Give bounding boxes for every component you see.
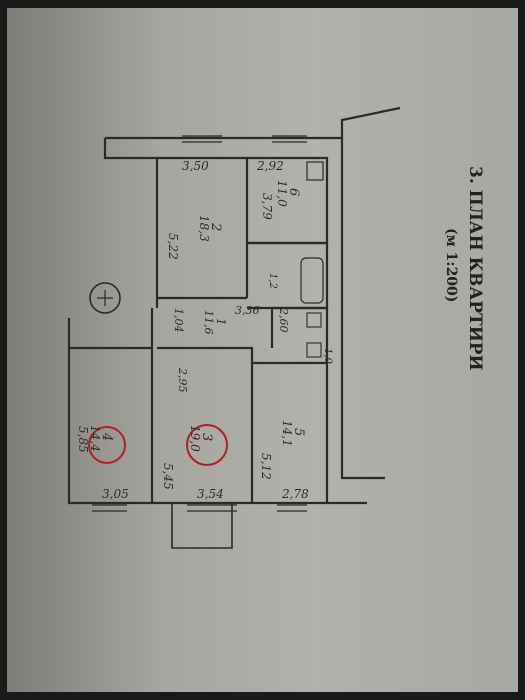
plan-title-block: 3. ПЛАН КВАРТИРИ (м 1:200) (427, 158, 487, 378)
wall-wc (272, 306, 329, 363)
room1-number: 1 (214, 318, 228, 326)
wall-room3 (157, 346, 254, 503)
dim-bottom-room3: 3,54 (197, 487, 224, 501)
room3-area: 19,0 (188, 425, 202, 452)
room1-area: 11,6 (202, 310, 215, 335)
room5-number: 5 (291, 428, 306, 436)
plan-title-text: ПЛАН КВАРТИРИ (465, 189, 485, 371)
room6-area: 11,0 (275, 180, 289, 207)
outer-wall-right (340, 138, 385, 480)
red-circle-mark-room3 (186, 424, 228, 466)
room2-number: 2 (208, 222, 223, 231)
plan-title-number: 3. (465, 166, 485, 184)
dim-room6-depth: 3,79 (260, 193, 274, 220)
dim-room3-width-top: 2,95 (176, 367, 189, 393)
plan-title: 3. ПЛАН КВАРТИРИ (465, 166, 485, 371)
outer-wall-left-upper (103, 138, 159, 308)
dim-top-room6: 2,92 (256, 159, 284, 173)
dim-bottom-room4: 3,05 (102, 487, 129, 501)
sink-icon (306, 312, 322, 328)
dim-hall-depth: 1,04 (172, 308, 185, 333)
dim-room4-depth: 5,85 (76, 426, 90, 453)
dim-room5-depth: 5,12 (259, 453, 273, 480)
floor-plan: 3,50 2,92 2 18,3 5,22 6 11,0 3,79 3,36 (67, 106, 401, 549)
room3-number: 3 (199, 433, 214, 441)
plan-scale: (м 1:200) (443, 228, 459, 303)
outer-wall-top (105, 106, 401, 140)
red-circle-mark-room4 (88, 426, 126, 464)
dim-small-1: 1,2 (267, 273, 278, 289)
dim-corridor: 2,60 (277, 307, 290, 333)
dim-top-room2: 3,50 (182, 159, 209, 173)
room6-number: 6 (286, 188, 301, 196)
bathtub-icon (300, 257, 324, 304)
north-arrow-icon (89, 282, 121, 314)
room4-number: 4 (99, 432, 114, 441)
room4-area: 14,4 (88, 425, 102, 452)
north-arrow-cross (97, 290, 113, 306)
balcony (171, 503, 233, 549)
dim-bottom-room5: 2,78 (281, 487, 309, 501)
paper-sheet (7, 8, 518, 692)
dim-small-2: 1,0 (322, 348, 333, 365)
dim-hall-width: 3,36 (235, 304, 260, 317)
toilet-icon (306, 342, 322, 358)
dim-room3-depth: 5,45 (161, 463, 175, 490)
outer-wall-bottom (67, 318, 367, 505)
room2-area: 18,3 (197, 215, 211, 242)
room5-area: 14,1 (280, 420, 294, 447)
wall-bath (247, 241, 329, 310)
stove-icon (306, 161, 324, 181)
dim-room2-depth: 5,22 (166, 233, 180, 260)
photo-inner: 3,50 2,92 2 18,3 5,22 6 11,0 3,79 3,36 (7, 8, 518, 692)
